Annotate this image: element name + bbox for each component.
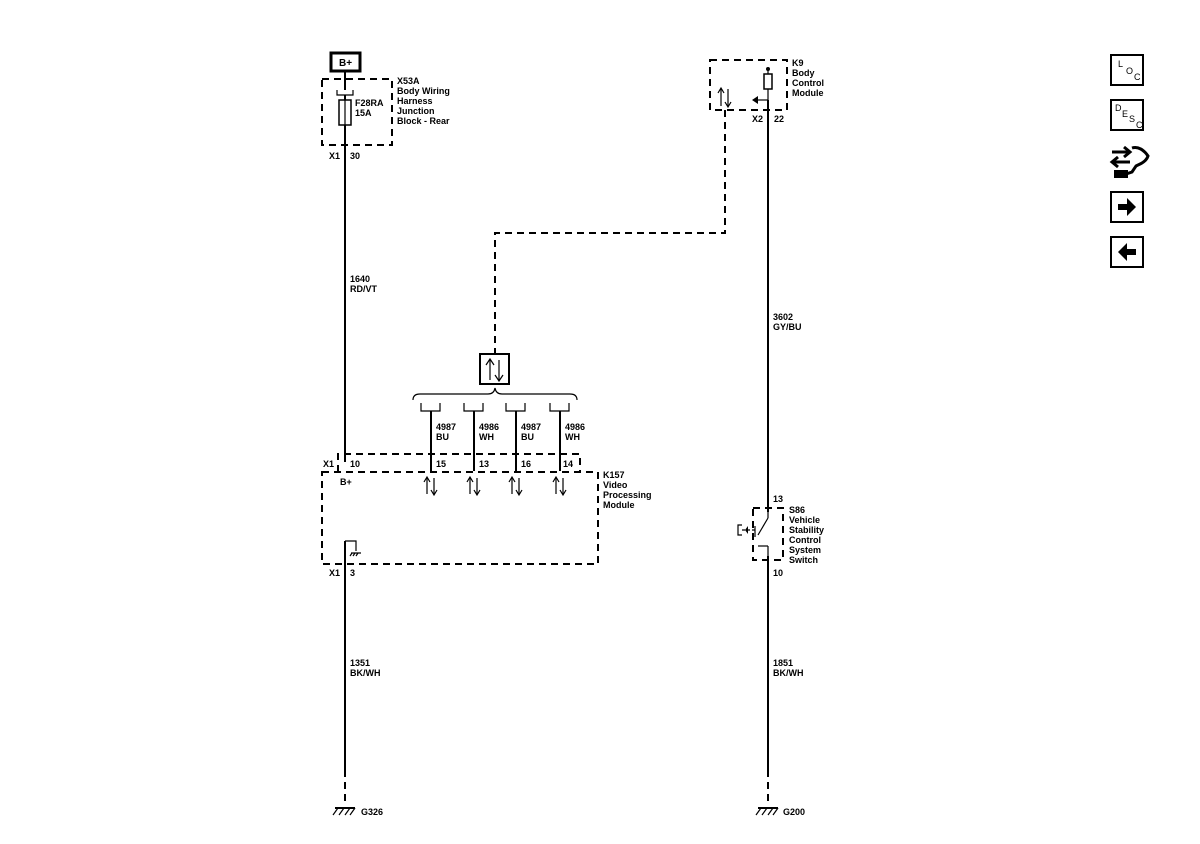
desc-letter-c: C (1136, 120, 1143, 130)
x53a-desc-2: Harness (397, 96, 433, 106)
k157-title: K157 (603, 470, 625, 480)
ground-g326-label: G326 (361, 807, 383, 817)
k157-desc-2: Processing (603, 490, 652, 500)
k157-connector-top: X1 (323, 459, 334, 469)
k157-desc-3: Module (603, 500, 635, 510)
s86-pin-bottom: 10 (773, 568, 783, 578)
ground-g200-icon (755, 807, 779, 816)
serial-data-link (494, 110, 726, 354)
connector-tool-icon (1109, 145, 1150, 178)
k9-body-control-module: K9 Body Control Module X2 22 (709, 58, 824, 124)
x53a-desc-4: Block - Rear (397, 116, 450, 126)
k157-connector-bottom: X1 (329, 568, 340, 578)
previous-page-button[interactable] (1110, 236, 1144, 268)
bus-wire-2-color: WH (479, 432, 494, 442)
chassis-ground-icon (349, 552, 361, 557)
arrow-left-icon (1118, 243, 1136, 261)
bus-wire-4-color: WH (565, 432, 580, 442)
desc-letter-s: S (1129, 114, 1136, 124)
bus-wire-3: 4987 BU 16 (505, 403, 541, 471)
k157-desc-1: Video (603, 480, 628, 490)
s86-desc-2: Stability (789, 525, 824, 535)
bus-wire-3-color: BU (521, 432, 534, 442)
s86-desc-1: Vehicle (789, 515, 820, 525)
x53a-title: X53A (397, 76, 420, 86)
loc-letter-l: L (1118, 59, 1124, 69)
k9-title: K9 (792, 58, 804, 68)
wire-3602-color: GY/BU (773, 322, 802, 332)
k9-desc-2: Control (792, 78, 824, 88)
k157-pin-top: 10 (350, 459, 360, 469)
bus-wire-1-number: 4987 (436, 422, 456, 432)
fuse-id: F28RA (355, 98, 384, 108)
k157-pin-bottom: 3 (350, 568, 355, 578)
battery-positive-terminal: B+ (329, 51, 362, 73)
bus-wire-2-number: 4986 (479, 422, 499, 432)
s86-desc-5: Switch (789, 555, 818, 565)
ground-g326-icon (332, 807, 356, 816)
loc-letter-c: C (1134, 72, 1141, 82)
s86-pin-top: 13 (773, 494, 783, 504)
x53a-desc-1: Body Wiring (397, 86, 450, 96)
bus-wire-1: 4987 BU 15 (420, 403, 456, 471)
bidirectional-arrows-icon (423, 475, 567, 497)
k9-connector: X2 (752, 114, 763, 124)
bus-wire-2: 4986 WH 13 (463, 403, 499, 471)
loc-letter-o: O (1126, 66, 1134, 76)
wire-3602-number: 3602 (773, 312, 793, 322)
ground-g200-label: G200 (783, 807, 805, 817)
desc-letter-d: D (1115, 103, 1122, 113)
bidirectional-arrows-icon (717, 86, 732, 109)
wire-1851-color: BK/WH (773, 668, 804, 678)
desc-letter-e: E (1122, 109, 1129, 119)
bus-wire-4-pin: 14 (563, 459, 573, 469)
next-page-button[interactable] (1110, 191, 1144, 223)
s86-stability-switch: 13 S86 Vehicle Stability Control System … (737, 494, 824, 578)
k157-bplus-label: B+ (340, 477, 352, 487)
x53a-connector: X1 (329, 151, 340, 161)
fuse-rating: 15A (355, 108, 372, 118)
battery-label: B+ (339, 58, 352, 69)
bus-wire-4-number: 4986 (565, 422, 585, 432)
arrow-right-icon (1118, 198, 1136, 216)
x53a-pin: 30 (350, 151, 360, 161)
wire-1851-number: 1851 (773, 658, 793, 668)
bus-wire-2-pin: 13 (479, 459, 489, 469)
wire-1351-color: BK/WH (350, 668, 381, 678)
s86-desc-3: Control (789, 535, 821, 545)
bus-brace (412, 387, 578, 401)
description-button[interactable]: D E S C (1110, 99, 1144, 131)
k9-desc-1: Body (792, 68, 815, 78)
data-bus-indicator (479, 353, 510, 385)
k9-pin: 22 (774, 114, 784, 124)
bus-wire-4: 4986 WH 14 (549, 403, 585, 471)
bus-wire-3-number: 4987 (521, 422, 541, 432)
s86-title: S86 (789, 505, 805, 515)
location-button[interactable]: L O C (1110, 54, 1144, 86)
wire-1640-color: RD/VT (350, 284, 378, 294)
bus-wire-1-color: BU (436, 432, 449, 442)
bus-wire-group: 4987 BU 15 4986 WH 13 4987 BU 16 4986 WH… (420, 403, 585, 471)
k157-video-processing-module: X1 10 B+ K157 Video Processing Module X1… (321, 453, 652, 578)
wire-1640-number: 1640 (350, 274, 370, 284)
wire-1351-number: 1351 (350, 658, 370, 668)
connector-tool-button[interactable] (1108, 142, 1152, 184)
bus-wire-1-pin: 15 (436, 459, 446, 469)
x53a-junction-block: F28RA 15A X53A Body Wiring Harness Junct… (321, 76, 450, 161)
bus-wire-3-pin: 16 (521, 459, 531, 469)
x53a-desc-3: Junction (397, 106, 435, 116)
s86-desc-4: System (789, 545, 821, 555)
k9-desc-3: Module (792, 88, 824, 98)
